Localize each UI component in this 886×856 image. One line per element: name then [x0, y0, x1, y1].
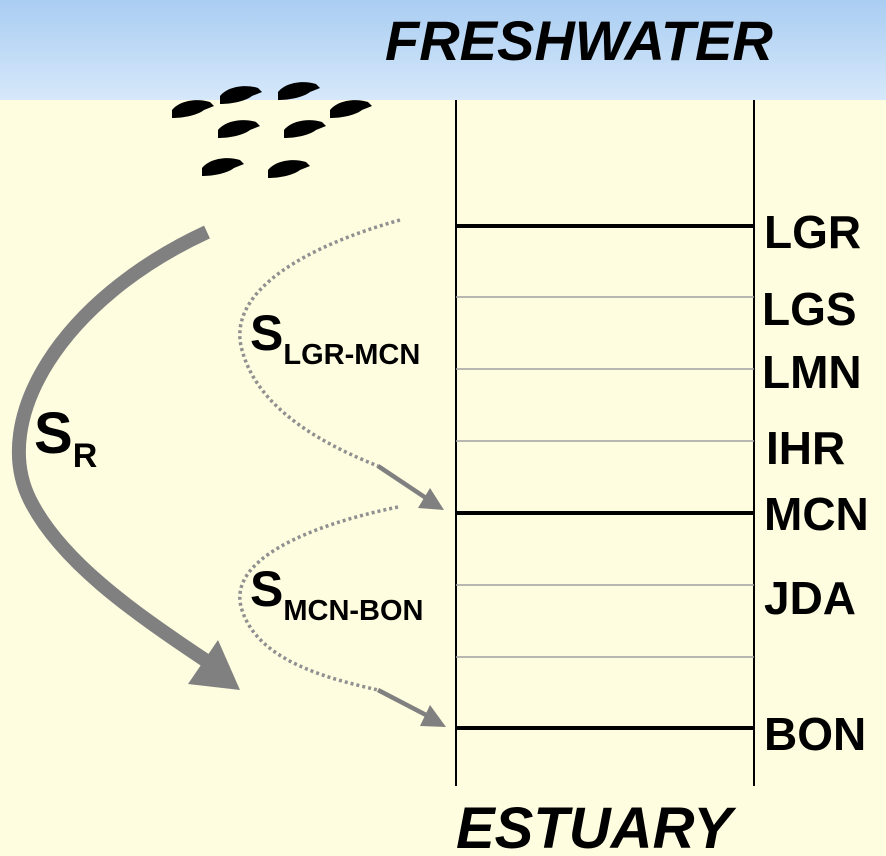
mcn-bon-survival-label: SMCN-BON	[250, 561, 424, 627]
fish-icon	[172, 100, 214, 118]
dam-label-lgs: LGS	[762, 283, 857, 335]
fish-school	[172, 82, 372, 178]
fish-icon	[220, 86, 262, 104]
fish-icon	[218, 120, 260, 138]
estuary-label: ESTUARY	[456, 796, 737, 856]
freshwater-band	[0, 0, 886, 100]
mcn-bon-arrow-shaft	[376, 688, 430, 718]
lgr-mcn-dotted-arrow	[238, 218, 401, 468]
dam-label-bon: BON	[764, 708, 866, 760]
fish-icon	[268, 160, 310, 178]
mcn-bon-dotted-arrow	[238, 505, 399, 692]
freshwater-label: FRESHWATER	[385, 9, 773, 72]
lgr-mcn-survival-label: SLGR-MCN	[250, 305, 420, 371]
overall-survival-arrow	[11, 225, 210, 666]
dam-label-mcn: MCN	[764, 488, 869, 540]
lgr-mcn-arrow-shaft	[376, 464, 428, 500]
dam-label-jda: JDA	[764, 572, 856, 624]
overall-survival-label: SR	[34, 401, 97, 475]
lgr-mcn-arrowhead	[418, 488, 444, 510]
dam-label-lmn: LMN	[762, 346, 862, 398]
fish-icon	[202, 158, 244, 176]
fish-icon	[330, 100, 372, 118]
dam-label-lgr: LGR	[764, 206, 861, 258]
overall-survival-arrowhead	[188, 640, 240, 690]
fish-icon	[284, 120, 326, 138]
mcn-bon-arrowhead	[420, 705, 446, 727]
dam-label-ihr: IHR	[766, 422, 845, 474]
fish-icon	[278, 82, 320, 100]
